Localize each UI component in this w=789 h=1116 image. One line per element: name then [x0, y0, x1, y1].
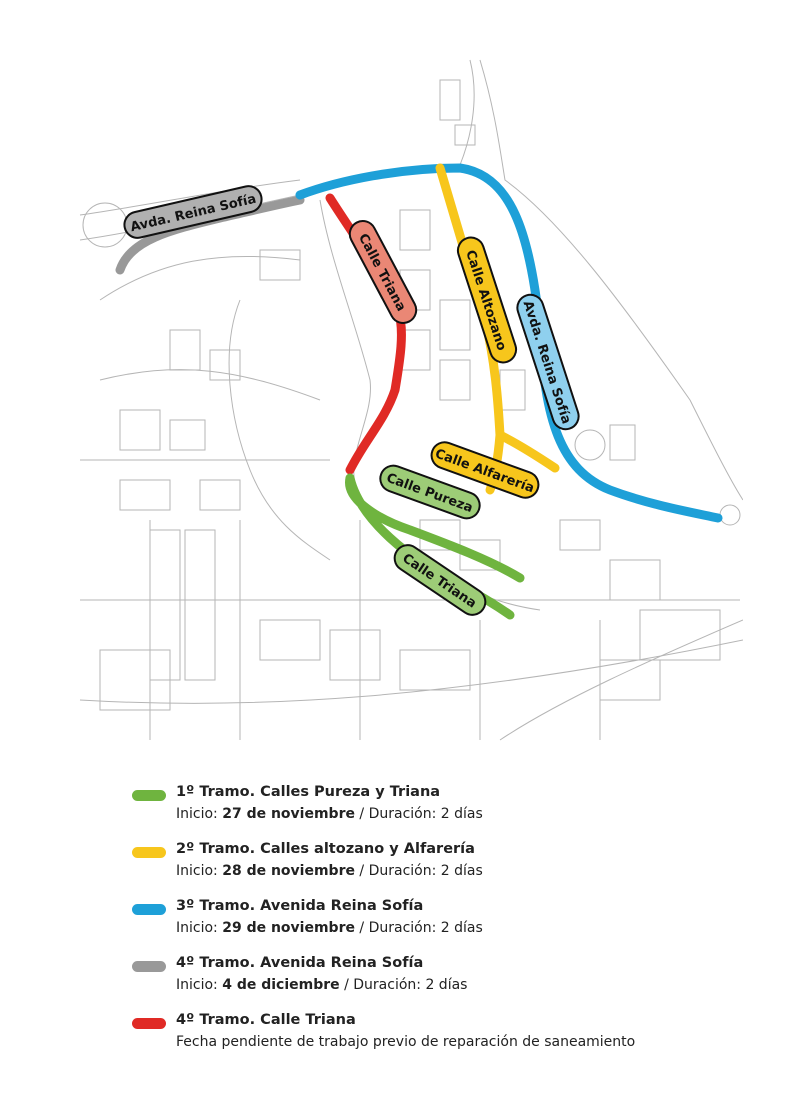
route-lines	[115, 163, 723, 620]
legend-subtitle: Inicio: 28 de noviembre / Duración: 2 dí…	[176, 863, 483, 879]
legend-title: 3º Tramo. Avenida Reina Sofía	[176, 898, 424, 914]
street-map: Avda. Reina Sofía Calle Triana Calle Alt…	[79, 59, 743, 741]
label-avda-reina-sofia-west: Avda. Reina Sofía	[123, 185, 263, 239]
legend-item-1: 1º Tramo. Calles Pureza y Triana Inicio:…	[132, 784, 732, 841]
legend-item-3: 3º Tramo. Avenida Reina Sofía Inicio: 29…	[132, 898, 732, 955]
legend-swatch-red	[132, 1018, 166, 1029]
legend-swatch-blue	[132, 904, 166, 915]
legend-swatch-green	[132, 790, 166, 801]
legend: 1º Tramo. Calles Pureza y Triana Inicio:…	[132, 784, 732, 1069]
legend-subtitle: Inicio: 27 de noviembre / Duración: 2 dí…	[176, 806, 483, 822]
legend-item-2: 2º Tramo. Calles altozano y Alfarería In…	[132, 841, 732, 898]
svg-text:Calle Triana: Calle Triana	[399, 551, 478, 611]
legend-title: 1º Tramo. Calles Pureza y Triana	[176, 784, 441, 800]
legend-item-4: 4º Tramo. Avenida Reina Sofía Inicio: 4 …	[132, 955, 732, 1012]
legend-title: 2º Tramo. Calles altozano y Alfarería	[176, 841, 475, 857]
legend-title: 4º Tramo. Calle Triana	[176, 1012, 356, 1028]
label-calle-triana-north: Calle Triana	[348, 220, 418, 324]
route-yellow-alfareria	[495, 430, 560, 473]
legend-title: 4º Tramo. Avenida Reina Sofía	[176, 955, 424, 971]
legend-swatch-gray	[132, 961, 166, 972]
legend-swatch-yellow	[132, 847, 166, 858]
label-calle-altozano: Calle Altozano	[456, 236, 518, 364]
legend-item-5: 4º Tramo. Calle Triana Fecha pendiente d…	[132, 1012, 732, 1069]
legend-subtitle: Fecha pendiente de trabajo previo de rep…	[176, 1034, 636, 1050]
map-base	[79, 59, 743, 741]
legend-subtitle: Inicio: 29 de noviembre / Duración: 2 dí…	[176, 920, 483, 936]
legend-subtitle: Inicio: 4 de diciembre / Duración: 2 día…	[176, 977, 468, 993]
